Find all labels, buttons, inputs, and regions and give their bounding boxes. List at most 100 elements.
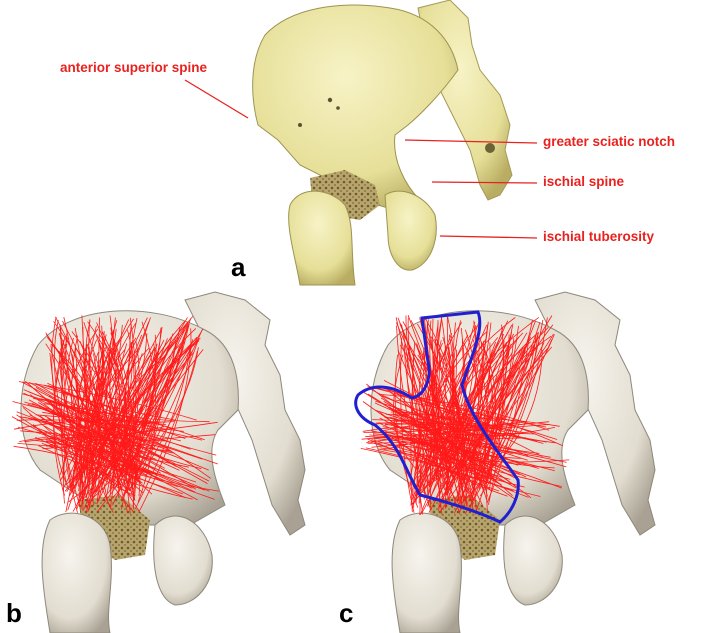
fracture-line (124, 343, 158, 477)
fracture-line (63, 337, 78, 513)
fracture-line (379, 394, 550, 431)
leader-ischial-spine (431, 181, 538, 184)
fracture-line (26, 382, 132, 452)
fracture-line (112, 318, 192, 506)
fracture-line (106, 315, 117, 493)
fracture-line (38, 402, 162, 474)
fracture-line (388, 407, 540, 454)
fracture-line (35, 387, 210, 482)
fracture-line (29, 414, 198, 501)
fracture-line (384, 423, 495, 441)
fracture-line (401, 324, 429, 484)
fracture-line (459, 332, 512, 480)
fracture-line (393, 426, 506, 436)
fracture-line (58, 332, 84, 512)
fracture-line (41, 418, 209, 471)
fracture-line (378, 448, 570, 463)
fracture-line (24, 401, 218, 465)
fracture-line (35, 382, 208, 484)
fracture-line (461, 339, 475, 496)
fracture-line (18, 381, 197, 421)
fracture-line (450, 331, 509, 488)
fracture-line (406, 347, 448, 495)
fracture-line (47, 417, 210, 492)
fracture-line (32, 424, 136, 497)
leader-anterior-superior-spine (184, 79, 249, 119)
fracture-line (365, 447, 529, 498)
panel-letter-b: b (6, 598, 22, 628)
fracture-line (43, 438, 206, 491)
panel-letter-a: a (231, 252, 246, 282)
fracture-line (110, 339, 165, 509)
leader-greater-sciatic-notch (404, 139, 538, 144)
fracture-line (395, 393, 543, 458)
fracture-line (379, 417, 516, 501)
fracture-line (378, 410, 482, 476)
fracture-line (28, 399, 202, 470)
panel-c-blue-outline (354, 310, 520, 524)
fracture-line (21, 381, 149, 458)
panel-a-foramen (485, 143, 495, 153)
label-greater-sciatic-notch: greater sciatic notch (543, 134, 676, 149)
fracture-line (43, 399, 191, 450)
panel-b (11, 291, 306, 633)
fracture-line (122, 342, 192, 497)
fracture-line (369, 427, 556, 440)
fracture-line (394, 439, 562, 487)
fracture-line (389, 416, 528, 461)
fracture-line (11, 416, 154, 473)
fracture-line (101, 339, 194, 502)
fracture-line (395, 317, 452, 506)
fracture-line (375, 387, 563, 447)
fracture-line (365, 435, 539, 469)
fracture-line (33, 398, 137, 439)
fracture-line (391, 408, 502, 451)
fracture-line (385, 413, 520, 434)
panel-a-foramen (327, 97, 333, 103)
fracture-line (53, 336, 70, 490)
fracture-line (22, 407, 132, 492)
fracture-line (60, 317, 148, 481)
fracture-line (433, 334, 469, 490)
fracture-line (431, 320, 439, 484)
fracture-line (414, 317, 516, 475)
panel-b-fracture-lines (11, 315, 219, 514)
fracture-line (461, 321, 541, 504)
fracture-line (19, 433, 157, 442)
fracture-line (412, 332, 524, 483)
fracture-line (12, 401, 172, 452)
panel-a-ilium (252, 4, 459, 211)
fracture-line (38, 445, 193, 500)
fracture-line (444, 344, 508, 509)
fracture-line (85, 347, 191, 509)
fracture-line (75, 351, 99, 481)
fracture-line (362, 401, 502, 485)
panel-c-femur (391, 512, 462, 633)
panel-c (354, 291, 656, 633)
fracture-line (94, 329, 204, 493)
fracture-line (24, 437, 141, 448)
fracture-line (367, 385, 547, 428)
fracture-line (380, 447, 493, 476)
fracture-line (17, 443, 156, 460)
fracture-line (35, 436, 159, 475)
fracture-line (20, 430, 169, 442)
panel-b-femur (41, 512, 112, 633)
fracture-line (430, 321, 442, 511)
fracture-line (419, 337, 499, 492)
fracture-line (446, 349, 457, 490)
fracture-line (54, 319, 84, 478)
fracture-line (488, 324, 505, 505)
fracture-line (440, 320, 536, 501)
fracture-line (467, 342, 545, 498)
leader-ischial-tuberosity (439, 235, 538, 239)
fracture-line (423, 316, 460, 473)
fracture-line (395, 399, 558, 440)
fracture-line (375, 409, 521, 465)
panel-letter-c: c (339, 598, 354, 628)
fracture-line (412, 316, 447, 505)
fracture-line (478, 339, 553, 480)
fracture-line (34, 383, 176, 421)
fracture-line (46, 426, 165, 447)
